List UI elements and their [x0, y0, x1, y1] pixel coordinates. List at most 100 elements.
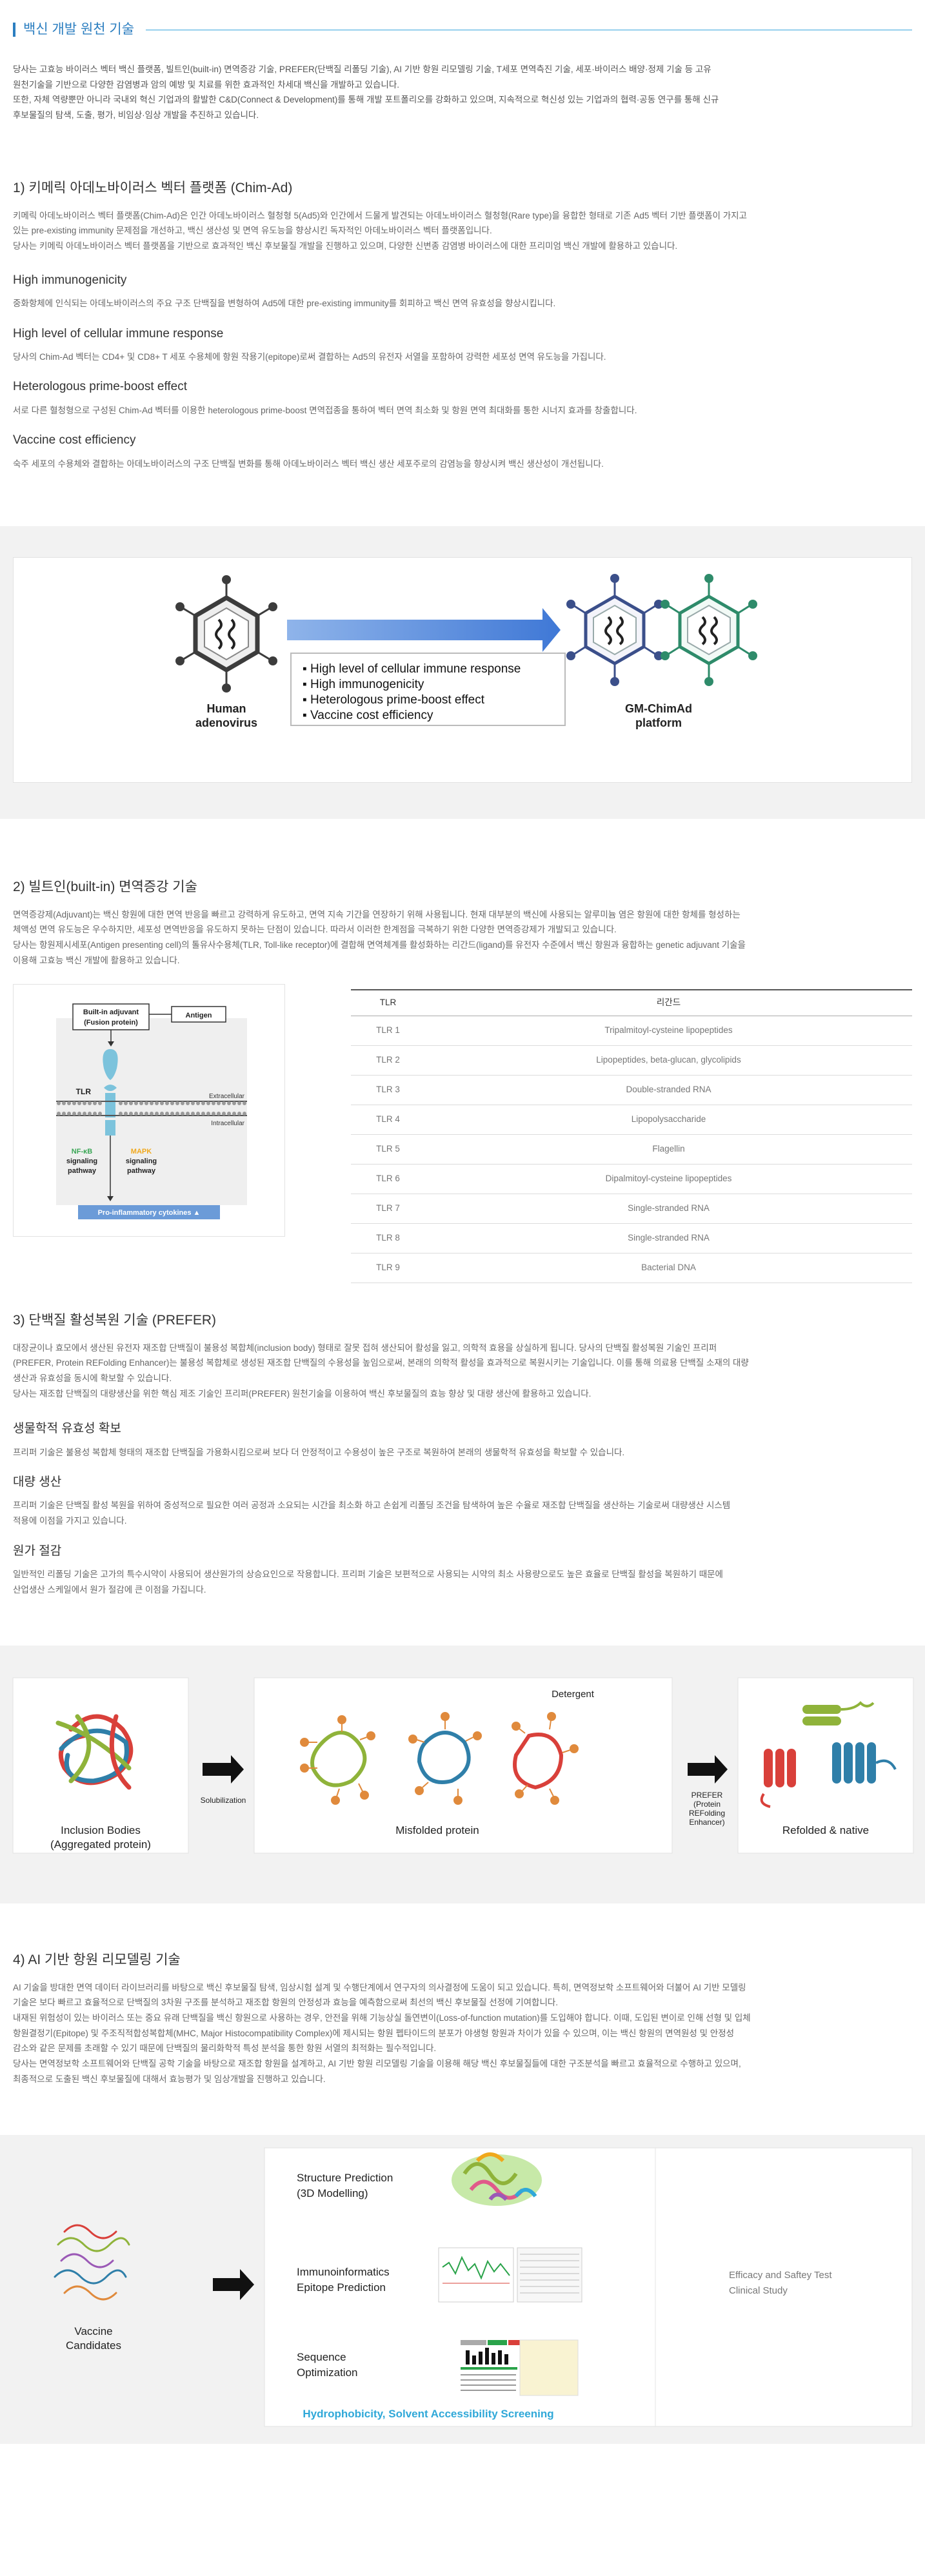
feature-text: 일반적인 리폴딩 기술은 고가의 특수시약이 사용되어 생산원가의 상승요인으로…	[13, 1569, 723, 1579]
page-title-text: 백신 개발 원천 기술	[23, 21, 135, 37]
section-prefer: 3) 단백질 활성복원 기술 (PREFER) 대장균이나 효모에서 생산된 유…	[0, 1309, 925, 1646]
process-arrow-icon	[213, 2269, 254, 2300]
vaccine-candidates-icon	[54, 2224, 130, 2301]
builtin-adjuvant-box	[72, 1003, 150, 1030]
section-title: 2) 빌트인(built-in) 면역증강 기술	[13, 880, 197, 894]
intro-line: 후보물질의 탐색, 도출, 평가, 비임상·임상 개발을 추진하고 있습니다.	[13, 110, 259, 120]
tlr-label: TLR	[76, 1087, 92, 1096]
section-description: AI 기술을 방대한 면역 데이터 라이브러리를 바탕으로 백신 후보물질 탐색…	[13, 1980, 912, 2087]
table-cell: TLR 7	[351, 1194, 425, 1224]
table-cell: TLR 8	[351, 1223, 425, 1254]
desc-line: 당사는 항원제시세포(Antigen presenting cell)의 톨유사…	[13, 940, 746, 950]
antigen-box	[171, 1006, 226, 1023]
mapk-label: MAPK	[131, 1148, 152, 1155]
desc-line: 당사는 재조합 단백질의 대량생산을 위한 핵심 제조 기술인 프리퍼(PREF…	[13, 1388, 592, 1399]
feature-title: 원가 절감	[13, 1544, 62, 1558]
vaccine-candidates-label: Vaccine	[74, 2325, 112, 2337]
feature-text: 숙주 세포의 수용체와 결합하는 아데노바이러스의 구조 단백질 변화를 통해 …	[13, 458, 604, 469]
feature-text: 서로 다른 혈청형으로 구성된 Chim-Ad 벡터를 이용한 heterolo…	[13, 405, 637, 415]
section-ai-antigen: 4) AI 기반 항원 리모델링 기술 AI 기술을 방대한 면역 데이터 라이…	[0, 1903, 925, 2135]
section-chimad: 1) 키메릭 아데노바이러스 벡터 플랫폼 (Chim-Ad) 키메릭 아데노바…	[0, 128, 925, 526]
misfolded-protein-label: Misfolded protein	[395, 1824, 479, 1836]
immunoinformatics-label: Immunoinformatics	[297, 2266, 390, 2278]
table-cell: TLR 3	[351, 1075, 425, 1105]
efficacy-test-label: Efficacy and Saftey Test	[729, 2270, 832, 2281]
inclusion-bodies-label: (Aggregated protein)	[50, 1838, 151, 1851]
section-title: 4) AI 기반 항원 리모델링 기술	[13, 1952, 181, 1967]
nfkb-label: NF-κB	[72, 1148, 92, 1155]
cell-membrane	[56, 1101, 247, 1116]
mapk-label: signaling	[126, 1157, 157, 1165]
intro-line: 원천기술을 기반으로 다양한 감염병과 암의 예방 및 치료를 위한 효과적인 …	[13, 79, 399, 90]
feature-title: High level of cellular immune response	[13, 326, 224, 340]
sequence-optimization-label: Optimization	[297, 2366, 357, 2379]
detergent-label: Detergent	[552, 1689, 595, 1700]
table-header-tlr: TLR	[351, 989, 425, 1016]
misfolded-protein-card	[254, 1677, 673, 1854]
feature-title: Vaccine cost efficiency	[13, 433, 136, 447]
solubilization-label: Solubilization	[201, 1796, 246, 1805]
feature-title: High immunogenicity	[13, 273, 127, 287]
section-description: 키메릭 아데노바이러스 벡터 플랫폼(Chim-Ad)은 인간 아데노바이러스 …	[13, 208, 912, 254]
bullet-item: ▪ Vaccine cost efficiency	[303, 709, 433, 722]
sequence-alignment-icon	[461, 2339, 579, 2396]
desc-line: 대장균이나 효모에서 생산된 유전자 재조합 단백질이 불용성 복합체(incl…	[13, 1342, 717, 1353]
table-cell: TLR 6	[351, 1164, 425, 1194]
protein-structure-icon	[452, 2152, 542, 2206]
ai-diagram: Vaccine Candidates Structure Prediction …	[54, 2147, 913, 2427]
feature-text: 중화항체에 인식되는 아데노바이러스의 주요 구조 단백질을 변형하여 Ad5에…	[13, 298, 556, 308]
table-cell: Single-stranded RNA	[425, 1223, 912, 1254]
feature-text: 프리퍼 기술은 불용성 복합체 형태의 재조합 단백질을 가용화시킴으로써 보다…	[13, 1447, 625, 1457]
feature-title: 생물학적 유효성 확보	[13, 1422, 121, 1436]
prefer-label: PREFER	[691, 1791, 723, 1800]
feature-title: Heterologous prime-boost effect	[13, 380, 188, 394]
page-title: 백신 개발 원천 기술	[13, 18, 134, 42]
misfolded-protein-icon	[310, 1731, 564, 1790]
bullet-item: ▪ High immunogenicity	[303, 678, 424, 691]
nfkb-label: signaling	[66, 1157, 97, 1165]
cytokines-bar	[78, 1205, 220, 1219]
table-cell: Lipopolysaccharide	[425, 1105, 912, 1135]
prefer-label: (Protein	[693, 1800, 721, 1809]
inclusion-bodies-card	[12, 1677, 189, 1854]
table-cell: Flagellin	[425, 1134, 912, 1165]
table-cell: Single-stranded RNA	[425, 1194, 912, 1224]
bullet-item: ▪ High level of cellular immune response	[303, 662, 521, 676]
feature-text: 프리퍼 기술은 단백질 활성 복원을 위하여 중성적으로 필요한 여러 공정과 …	[13, 1500, 731, 1511]
table-cell: TLR 2	[351, 1045, 425, 1076]
detergent-molecules-icon	[300, 1712, 579, 1805]
feature-text: 적용에 이점을 가지고 있습니다.	[13, 1516, 127, 1526]
desc-line: 면역증강제(Adjuvant)는 백신 항원에 대한 면역 반응을 빠르고 강력…	[13, 909, 741, 919]
intro-line: 당사는 고효능 바이러스 벡터 백신 플랫폼, 빌트인(built-in) 면역…	[13, 64, 711, 74]
feature-text: 당사의 Chim-Ad 벡터는 CD4+ 및 CD8+ T 세포 수용체에 항원…	[13, 351, 606, 362]
section-builtin-adjuvant: 2) 빌트인(built-in) 면역증강 기술 면역증강제(Adjuvant)…	[0, 819, 925, 971]
adjuvant-content-row: Built-in adjuvant (Fusion protein) Antig…	[0, 971, 925, 1309]
sequence-optimization-label: Sequence	[297, 2351, 346, 2363]
section-title: 3) 단백질 활성복원 기술 (PREFER)	[13, 1313, 217, 1328]
intro-line: 또한, 자체 역량뿐만 아니라 국내외 혁신 기업과의 활발한 C&D(Conn…	[13, 95, 719, 105]
nfkb-label: pathway	[68, 1167, 97, 1175]
table-cell: TLR 4	[351, 1105, 425, 1135]
desc-line: (PREFER, Protein REFolding Enhancer)는 불용…	[13, 1358, 749, 1368]
aggregated-protein-icon	[55, 1714, 134, 1790]
page-header: 백신 개발 원천 기술	[0, 0, 925, 45]
chimad-blue-virus-icon	[566, 574, 663, 686]
chimad-diagram: Human adenovirus ▪ High level of cellula…	[175, 574, 757, 729]
ai-process-card	[264, 2147, 913, 2427]
mapk-label: pathway	[127, 1167, 156, 1175]
clinical-study-label: Clinical Study	[729, 2285, 788, 2296]
desc-line: 내재된 위험성이 있는 바이러스 또는 중요 유래 단백질을 백신 항원으로 사…	[13, 2013, 751, 2023]
chimad-diagram-band: Human adenovirus ▪ High level of cellula…	[0, 526, 925, 819]
title-accent-bar	[13, 23, 15, 37]
vaccine-candidates-label: Candidates	[66, 2339, 121, 2352]
gm-chimad-label-2: platform	[635, 716, 682, 729]
desc-line: 감소와 같은 문제를 초래할 수 있기 때문에 단백질의 물리화학적 특성 분석…	[13, 2043, 437, 2054]
